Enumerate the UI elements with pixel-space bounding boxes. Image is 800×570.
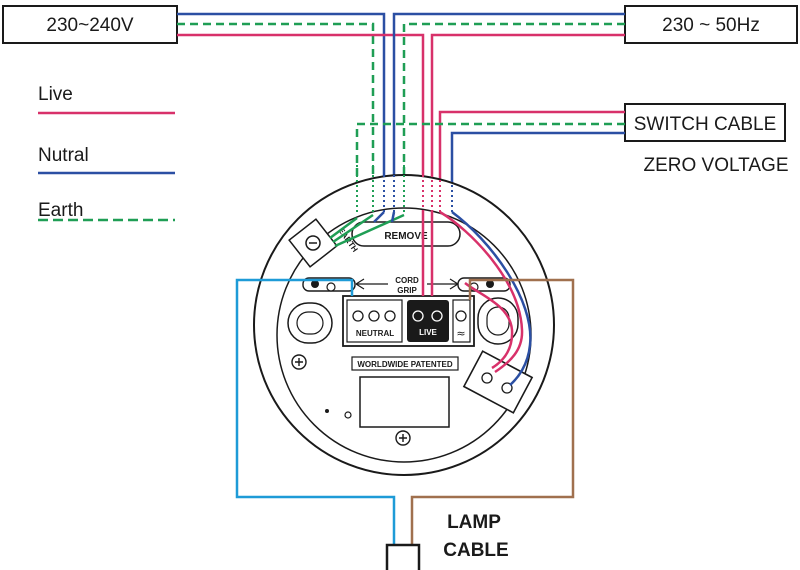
- hole-2: [344, 411, 352, 419]
- supply-frequency-box: [624, 5, 798, 44]
- mounting-slot-right-inner: [486, 306, 510, 336]
- supply-frequency-label: 230 ~ 50Hz: [662, 15, 760, 36]
- legend-earth-label: Earth: [38, 200, 83, 221]
- internal-wires: [421, 210, 532, 386]
- central-recess: [359, 376, 450, 428]
- lamp-cable-wires: [235, 278, 575, 545]
- switch-connector: [462, 350, 534, 414]
- lamp-live-wire: [410, 278, 575, 545]
- switch-connector-screw-1: [481, 372, 493, 384]
- neutral-block-label: NEUTRAL: [356, 329, 394, 338]
- supply-right-wires: [392, 12, 625, 215]
- live-screw-1: [412, 310, 424, 322]
- lamp-neutral-wire: [235, 278, 396, 545]
- supply-right-earth-wire: [402, 22, 625, 215]
- patent-plate: [351, 356, 459, 371]
- legend: Live Nutral Earth: [38, 84, 175, 222]
- switch-connector-screw-2: [501, 382, 513, 394]
- legend-neutral-label: Nutral: [38, 145, 89, 166]
- wire-entry-dotted: [356, 165, 453, 215]
- neutral-screw-3: [384, 310, 396, 322]
- switch-symbol-icon: ≈: [456, 327, 465, 340]
- remove-label: REMOVE: [384, 231, 428, 242]
- live-screw-2: [431, 310, 443, 322]
- supply-right-neutral-wire: [392, 12, 625, 210]
- neutral-screw-2: [368, 310, 380, 322]
- lamp-cable-label-line2: CABLE: [443, 540, 508, 561]
- neutral-screw-1: [352, 310, 364, 322]
- supply-right-live-wire: [430, 33, 625, 210]
- live-block-label: LIVE: [419, 328, 437, 337]
- patent-label: WORLDWIDE PATENTED: [357, 360, 452, 369]
- lamp-cable-sleeve: [385, 543, 421, 570]
- hole-1: [325, 409, 329, 413]
- terminal-block: NEUTRAL LIVE ≈: [342, 295, 475, 347]
- supply-left-neutral-wire: [177, 12, 386, 210]
- base-screws: [291, 354, 411, 446]
- internal-switch-neutral-wire: [451, 210, 532, 386]
- internal-switch-live-wire: [439, 210, 524, 374]
- supply-left-wires: [177, 12, 425, 215]
- supply-left-earth-wire: [177, 22, 375, 215]
- cord-grip-label-line2: GRIP: [397, 286, 417, 295]
- switch-cable-label: SWITCH CABLE: [634, 114, 777, 135]
- zero-voltage-label: ZERO VOLTAGE: [644, 155, 789, 176]
- supply-voltage-box: [2, 5, 178, 44]
- supply-left-live-wire: [177, 33, 425, 210]
- lamp-cable-label-line1: LAMP: [447, 512, 501, 533]
- cord-grip-label-line1: CORD: [395, 276, 419, 285]
- neutral-wires-entry: [373, 211, 396, 223]
- switch-screw: [455, 310, 467, 322]
- supply-voltage-label: 230~240V: [46, 15, 133, 36]
- switch-cable-box: [624, 103, 786, 142]
- legend-live-label: Live: [38, 84, 73, 105]
- internal-live-loop: [464, 282, 514, 370]
- mounting-slot-left-inner: [296, 311, 324, 335]
